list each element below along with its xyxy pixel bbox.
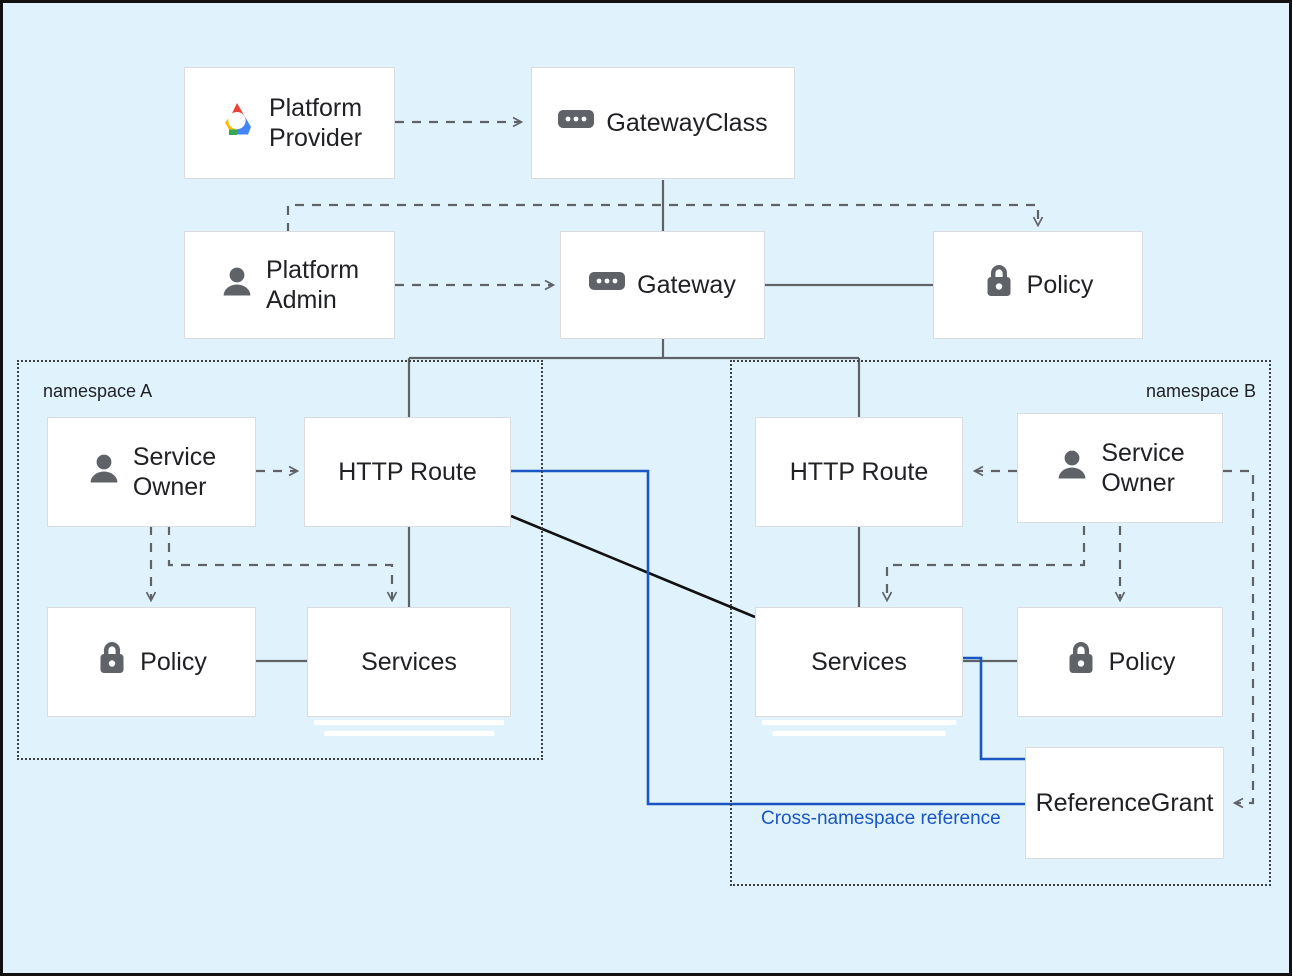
namespace-a-label: namespace A (43, 381, 153, 401)
node-label: Platform Provider (268, 93, 363, 153)
person-icon (1055, 447, 1089, 489)
node-policy-top[interactable]: Policy (933, 231, 1143, 339)
router-icon (589, 269, 626, 301)
router-icon (558, 107, 595, 139)
node-label: Policy (1026, 270, 1094, 299)
node-gatewayclass[interactable]: GatewayClass (531, 67, 795, 179)
lock-icon (983, 263, 1015, 307)
node-platform-admin[interactable]: Platform Admin (184, 231, 395, 339)
edge-admin-to-policy-top (286, 203, 1038, 232)
node-label: Policy (140, 647, 207, 676)
namespace-b-label: namespace B (1146, 381, 1257, 401)
node-label: HTTP Route (338, 457, 477, 486)
person-icon (87, 451, 121, 493)
node-platform-provider[interactable]: Platform Provider (184, 67, 395, 179)
node-label: Service Owner (132, 442, 217, 502)
cross-namespace-reference-label: Cross-namespace reference (761, 808, 1001, 829)
edge-route-a-to-services-b (510, 514, 756, 619)
node-http-route-a[interactable]: HTTP Route (304, 417, 511, 527)
node-label: Policy (1108, 647, 1176, 676)
node-label: Platform Admin (265, 255, 360, 315)
node-http-route-b[interactable]: HTTP Route (755, 417, 963, 527)
google-cloud-icon (217, 102, 257, 144)
node-service-owner-a[interactable]: Service Owner (47, 417, 256, 527)
node-label: Service Owner (1101, 438, 1185, 498)
node-label: GatewayClass (606, 108, 768, 137)
node-policy-b[interactable]: Policy (1017, 607, 1223, 717)
lock-icon (96, 640, 128, 684)
node-label: ReferenceGrant (1035, 788, 1214, 817)
node-services-a[interactable]: Services (307, 607, 511, 717)
node-label: Gateway (637, 270, 736, 299)
node-service-owner-b[interactable]: Service Owner (1017, 413, 1223, 523)
node-reference-grant[interactable]: ReferenceGrant (1025, 747, 1224, 859)
node-gateway[interactable]: Gateway (560, 231, 765, 339)
lock-icon (1065, 640, 1097, 684)
node-label: Services (361, 647, 457, 676)
person-icon (220, 264, 254, 306)
node-policy-a[interactable]: Policy (47, 607, 256, 717)
node-services-b[interactable]: Services (755, 607, 963, 717)
node-label: HTTP Route (789, 457, 929, 486)
node-label: Services (811, 647, 907, 676)
